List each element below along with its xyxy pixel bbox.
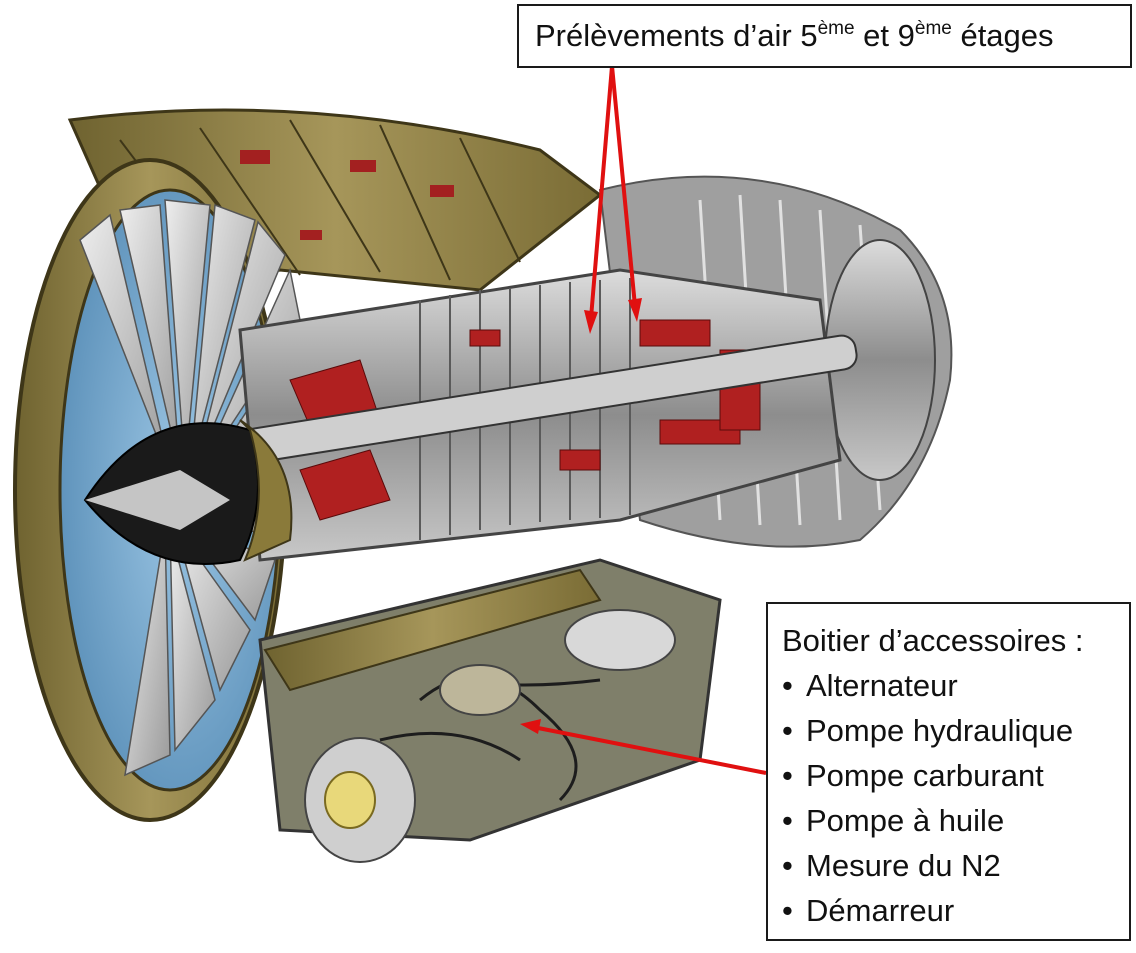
bullet: • <box>782 803 793 838</box>
engine-core <box>202 268 858 562</box>
bleed-air-label: Prélèvements d’air 5ème et 9ème étages <box>517 4 1132 68</box>
list-item: • Pompe hydraulique <box>782 708 1129 753</box>
bullet: • <box>782 668 793 703</box>
accessory-starter: Démarreur <box>806 893 955 928</box>
bullet: • <box>782 713 793 748</box>
bleed-label-sup-2: ème <box>914 18 952 39</box>
bullet: • <box>782 893 793 928</box>
list-item: • Alternateur <box>782 663 1129 708</box>
list-item: • Mesure du N2 <box>782 843 1129 888</box>
bleed-label-mid: et 9 <box>854 18 915 53</box>
spinner-cone <box>83 419 293 565</box>
list-item: • Pompe carburant <box>782 753 1129 798</box>
list-item: • Démarreur <box>782 888 1129 933</box>
bleed-label-prefix: Prélèvements d’air 5 <box>535 18 818 53</box>
gearbox-arrow <box>520 719 767 775</box>
gearbox-label-title: Boitier d’accessoires : <box>782 623 1084 658</box>
accessory-hydraulic-pump: Pompe hydraulique <box>806 713 1074 748</box>
accessory-n2-measure: Mesure du N2 <box>806 848 1001 883</box>
bleed-label-suffix: étages <box>951 18 1054 53</box>
accessory-alternator: Alternateur <box>806 668 958 703</box>
accessory-fuel-pump: Pompe carburant <box>806 758 1044 793</box>
bullet: • <box>782 848 793 883</box>
bleed-label-sup-1: ème <box>817 18 855 39</box>
bullet: • <box>782 758 793 793</box>
list-item: • Pompe à huile <box>782 798 1129 843</box>
accessory-oil-pump: Pompe à huile <box>806 803 1005 838</box>
accessory-gearbox <box>258 558 722 863</box>
bleed-air-arrows <box>584 65 642 334</box>
accessory-gearbox-label: Boitier d’accessoires : • Alternateur • Po… <box>766 602 1131 941</box>
gearbox-accessory-list: • Alternateur • Pompe hydraulique • Pompe c… <box>782 663 1129 933</box>
